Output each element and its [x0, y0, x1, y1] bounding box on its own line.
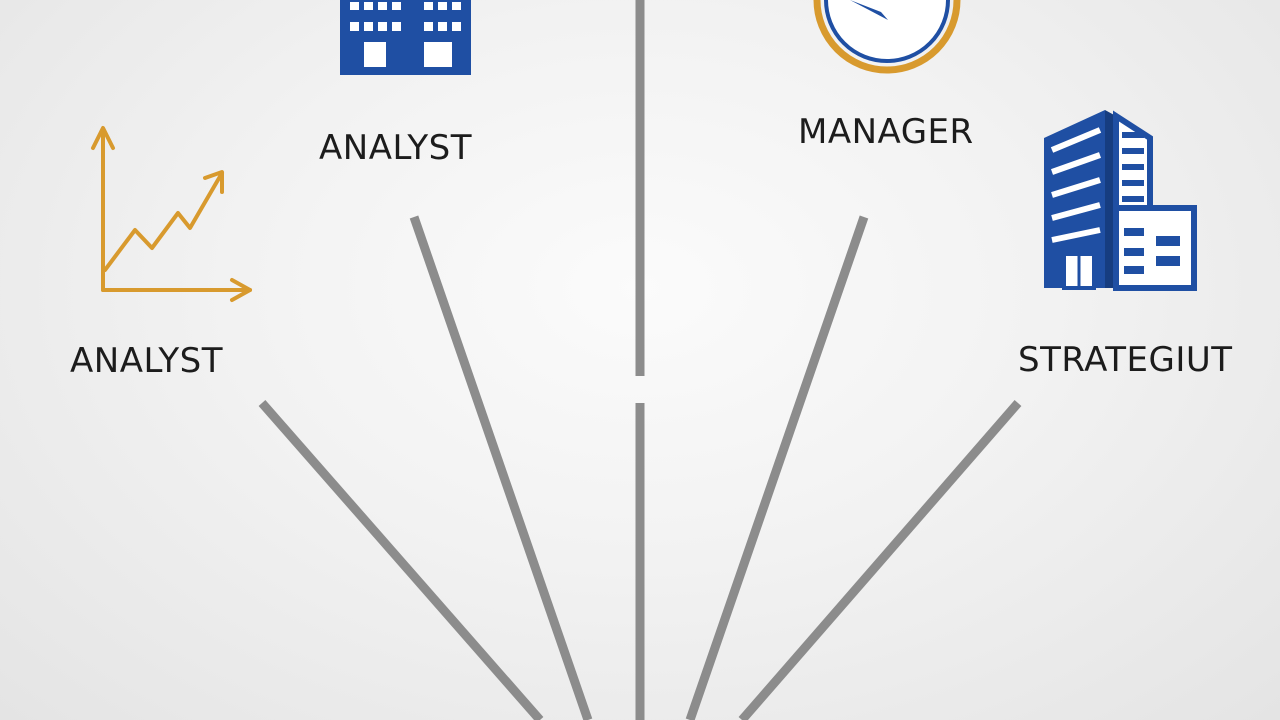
- connector-line-analyst-left: [258, 400, 544, 720]
- node-label-strategist: STRATEGIUT: [1018, 340, 1233, 380]
- connector-line-analyst-top: [409, 215, 593, 720]
- connector-line-strategist: [738, 400, 1022, 720]
- growth-chart-icon: [91, 126, 252, 302]
- connector-line-manager: [685, 215, 869, 720]
- office-tower-icon: [1044, 110, 1197, 291]
- compass-icon: [813, 0, 961, 74]
- node-label-analyst-left: ANALYST: [70, 341, 223, 381]
- node-label-analyst-top: ANALYST: [319, 128, 472, 168]
- office-building-icon: [340, 0, 471, 75]
- node-label-manager: MANAGER: [798, 112, 974, 152]
